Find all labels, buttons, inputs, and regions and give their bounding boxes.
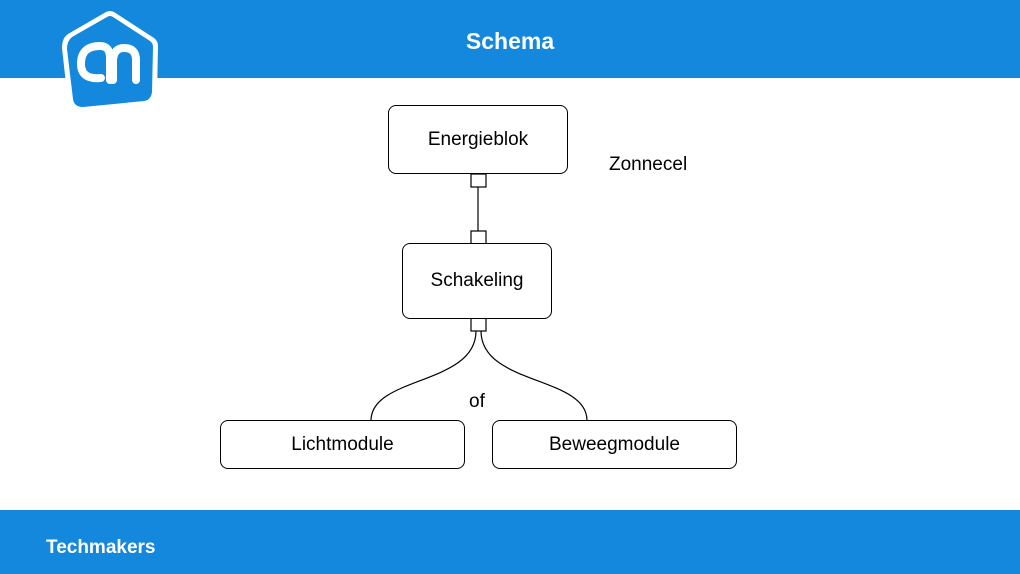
page-title: Schema <box>465 28 555 54</box>
zonnecel-label: Zonnecel <box>609 154 688 175</box>
node-label: Energieblok <box>427 128 529 150</box>
connector-port <box>470 317 487 332</box>
node-beweegmodule: Beweegmodule <box>492 420 737 469</box>
node-label: Schakeling <box>430 270 524 291</box>
node-lichtmodule: Lichtmodule <box>220 420 465 469</box>
ah-logo-icon <box>62 11 158 112</box>
node-energieblok: Energieblok <box>388 105 568 174</box>
node-label: Lichtmodule <box>291 433 394 455</box>
node-schakeling: Schakeling <box>402 243 552 319</box>
branch-label-of: of <box>469 391 485 412</box>
footer-brand: Techmakers <box>46 537 156 558</box>
footer-bar: Techmakers <box>0 510 1020 574</box>
node-label: Beweegmodule <box>549 433 680 455</box>
header-bar: Schema <box>0 0 1020 78</box>
connector-port <box>470 173 487 188</box>
